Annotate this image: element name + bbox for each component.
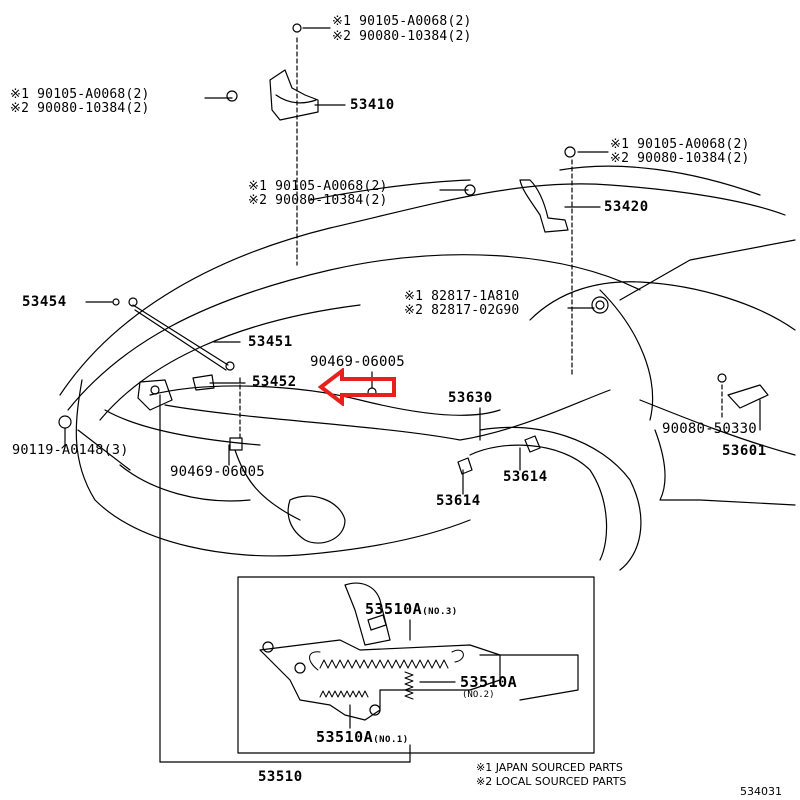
top-bolt-jp-ref: ※1 90105-A0068(2)	[332, 14, 472, 29]
top-bolt-local-ref: ※2 90080-10384(2)	[332, 29, 472, 44]
inset-frame	[237, 576, 595, 754]
spring-no1-sub: (NO.1)	[373, 735, 409, 745]
release-cable-line	[164, 389, 611, 441]
spring-no1-label: 53510A(NO.1)	[316, 730, 409, 745]
part-53630-label: 53630	[448, 390, 493, 406]
part-53410-label: 53410	[350, 97, 395, 113]
spring-no3-part: 53510A	[365, 600, 423, 618]
cushion-jp-ref: ※1 82817-1A810	[404, 289, 520, 304]
right-bolt-local-ref: ※2 90080-10384(2)	[610, 151, 750, 166]
note-japan: ※1 JAPAN SOURCED PARTS	[476, 761, 623, 774]
spring-no2-part: 53510A	[460, 673, 518, 691]
center-bolt-jp-ref: ※1 90105-A0068(2)	[248, 179, 388, 194]
spring-no3-sub: (NO.3)	[422, 607, 458, 617]
spring-no3-label: 53510A(NO.3)	[365, 602, 458, 617]
right-bolt-jp-ref: ※1 90105-A0068(2)	[610, 137, 750, 152]
part-90469-left-label: 90469-06005	[170, 464, 265, 480]
spring-no2-sub: (NO.2)	[462, 690, 495, 700]
part-53614-b-label: 53614	[436, 493, 481, 509]
part-53614-a-label: 53614	[503, 469, 548, 485]
part-90080-50330-label: 90080-50330	[662, 421, 757, 437]
inset-leaders	[349, 619, 456, 729]
inset-springs	[309, 649, 464, 700]
left-bolt-jp-ref: ※1 90105-A0068(2)	[10, 87, 150, 102]
part-90119-label: 90119-A0148(3)	[12, 442, 129, 458]
note-local: ※2 LOCAL SOURCED PARTS	[476, 775, 627, 788]
part-53451-label: 53451	[248, 334, 293, 350]
inset-latch-shape	[259, 582, 579, 721]
lock-shape	[137, 379, 173, 411]
car-body-outline	[59, 165, 796, 571]
part-53601-label: 53601	[722, 443, 767, 459]
left-bolt-local-ref: ※2 90080-10384(2)	[10, 101, 150, 116]
center-bolt-local-ref: ※2 90080-10384(2)	[248, 193, 388, 208]
highlight-arrow-icon	[318, 368, 396, 406]
part-90469-center-label: 90469-06005	[310, 354, 405, 370]
cushion-local-ref: ※2 82817-02G90	[404, 303, 520, 318]
support-rod-shape	[112, 297, 235, 391]
spring-no1-part: 53510A	[316, 728, 374, 746]
label-leaders	[61, 27, 761, 763]
part-53510-label: 53510	[258, 769, 303, 785]
leader-lines	[239, 37, 723, 439]
hinge-53420-shape	[464, 146, 576, 233]
hinge-53410-shape	[226, 23, 319, 121]
diagram-code: 534031	[740, 785, 782, 798]
release-lever-shape	[717, 373, 769, 409]
part-53452-label: 53452	[252, 374, 297, 390]
part-53420-label: 53420	[604, 199, 649, 215]
part-53454-label: 53454	[22, 294, 67, 310]
